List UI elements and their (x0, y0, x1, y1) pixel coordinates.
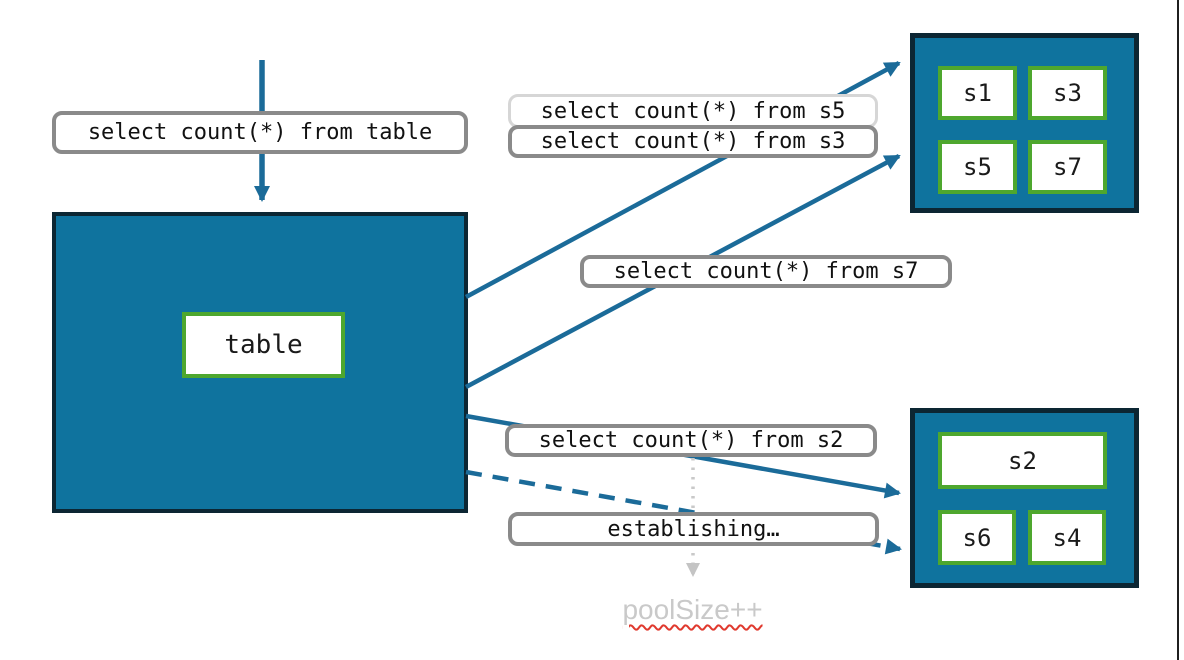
shard-label-s4: s4 (1052, 523, 1082, 552)
poolsize-annotation: poolSize++ (600, 594, 785, 626)
poolsize-annotation-text: poolSize++ (622, 594, 763, 625)
table-node-label: table (224, 330, 303, 360)
shard-cell-s7: s7 (1028, 140, 1107, 194)
table-node-label-box: table (182, 312, 345, 378)
shard-cell-s5: s5 (938, 140, 1017, 194)
shard-label-s5: s5 (963, 153, 992, 181)
shard-cell-s4: s4 (1028, 510, 1106, 565)
canvas-edge-line (1177, 0, 1179, 660)
shard-label-s7: s7 (1053, 153, 1082, 181)
query-label-s5-text: select count(*) from s5 (540, 98, 846, 124)
query-label-s7-text: select count(*) from s7 (613, 259, 919, 284)
query-label-s2: select count(*) from s2 (505, 424, 877, 457)
table-node: table (52, 212, 468, 513)
shard-cell-s6: s6 (938, 510, 1016, 565)
query-label-s2-text: select count(*) from s2 (538, 428, 844, 453)
shard-label-s1: s1 (963, 79, 992, 107)
query-label-s5: select count(*) from s5 (508, 94, 878, 128)
shard-cell-s2: s2 (938, 432, 1107, 489)
shard-cell-s1: s1 (938, 66, 1017, 120)
query-label-table: select count(*) from table (52, 111, 468, 154)
shard-pool-top: s1 s3 s5 s7 (910, 33, 1139, 213)
shard-label-s6: s6 (962, 523, 992, 552)
shard-label-s2: s2 (1008, 446, 1037, 475)
shard-pool-bottom: s2 s6 s4 (910, 408, 1139, 588)
query-label-table-text: select count(*) from table (87, 120, 433, 145)
shard-cell-s3: s3 (1028, 66, 1107, 120)
query-label-s3: select count(*) from s3 (508, 125, 878, 158)
arrow-to-pool-bottom-dashed (465, 469, 902, 555)
establishing-label: establishing… (508, 512, 879, 546)
shard-label-s3: s3 (1053, 79, 1082, 107)
query-label-s3-text: select count(*) from s3 (540, 129, 846, 154)
query-label-s7: select count(*) from s7 (580, 255, 952, 288)
establishing-label-text: establishing… (607, 516, 780, 542)
